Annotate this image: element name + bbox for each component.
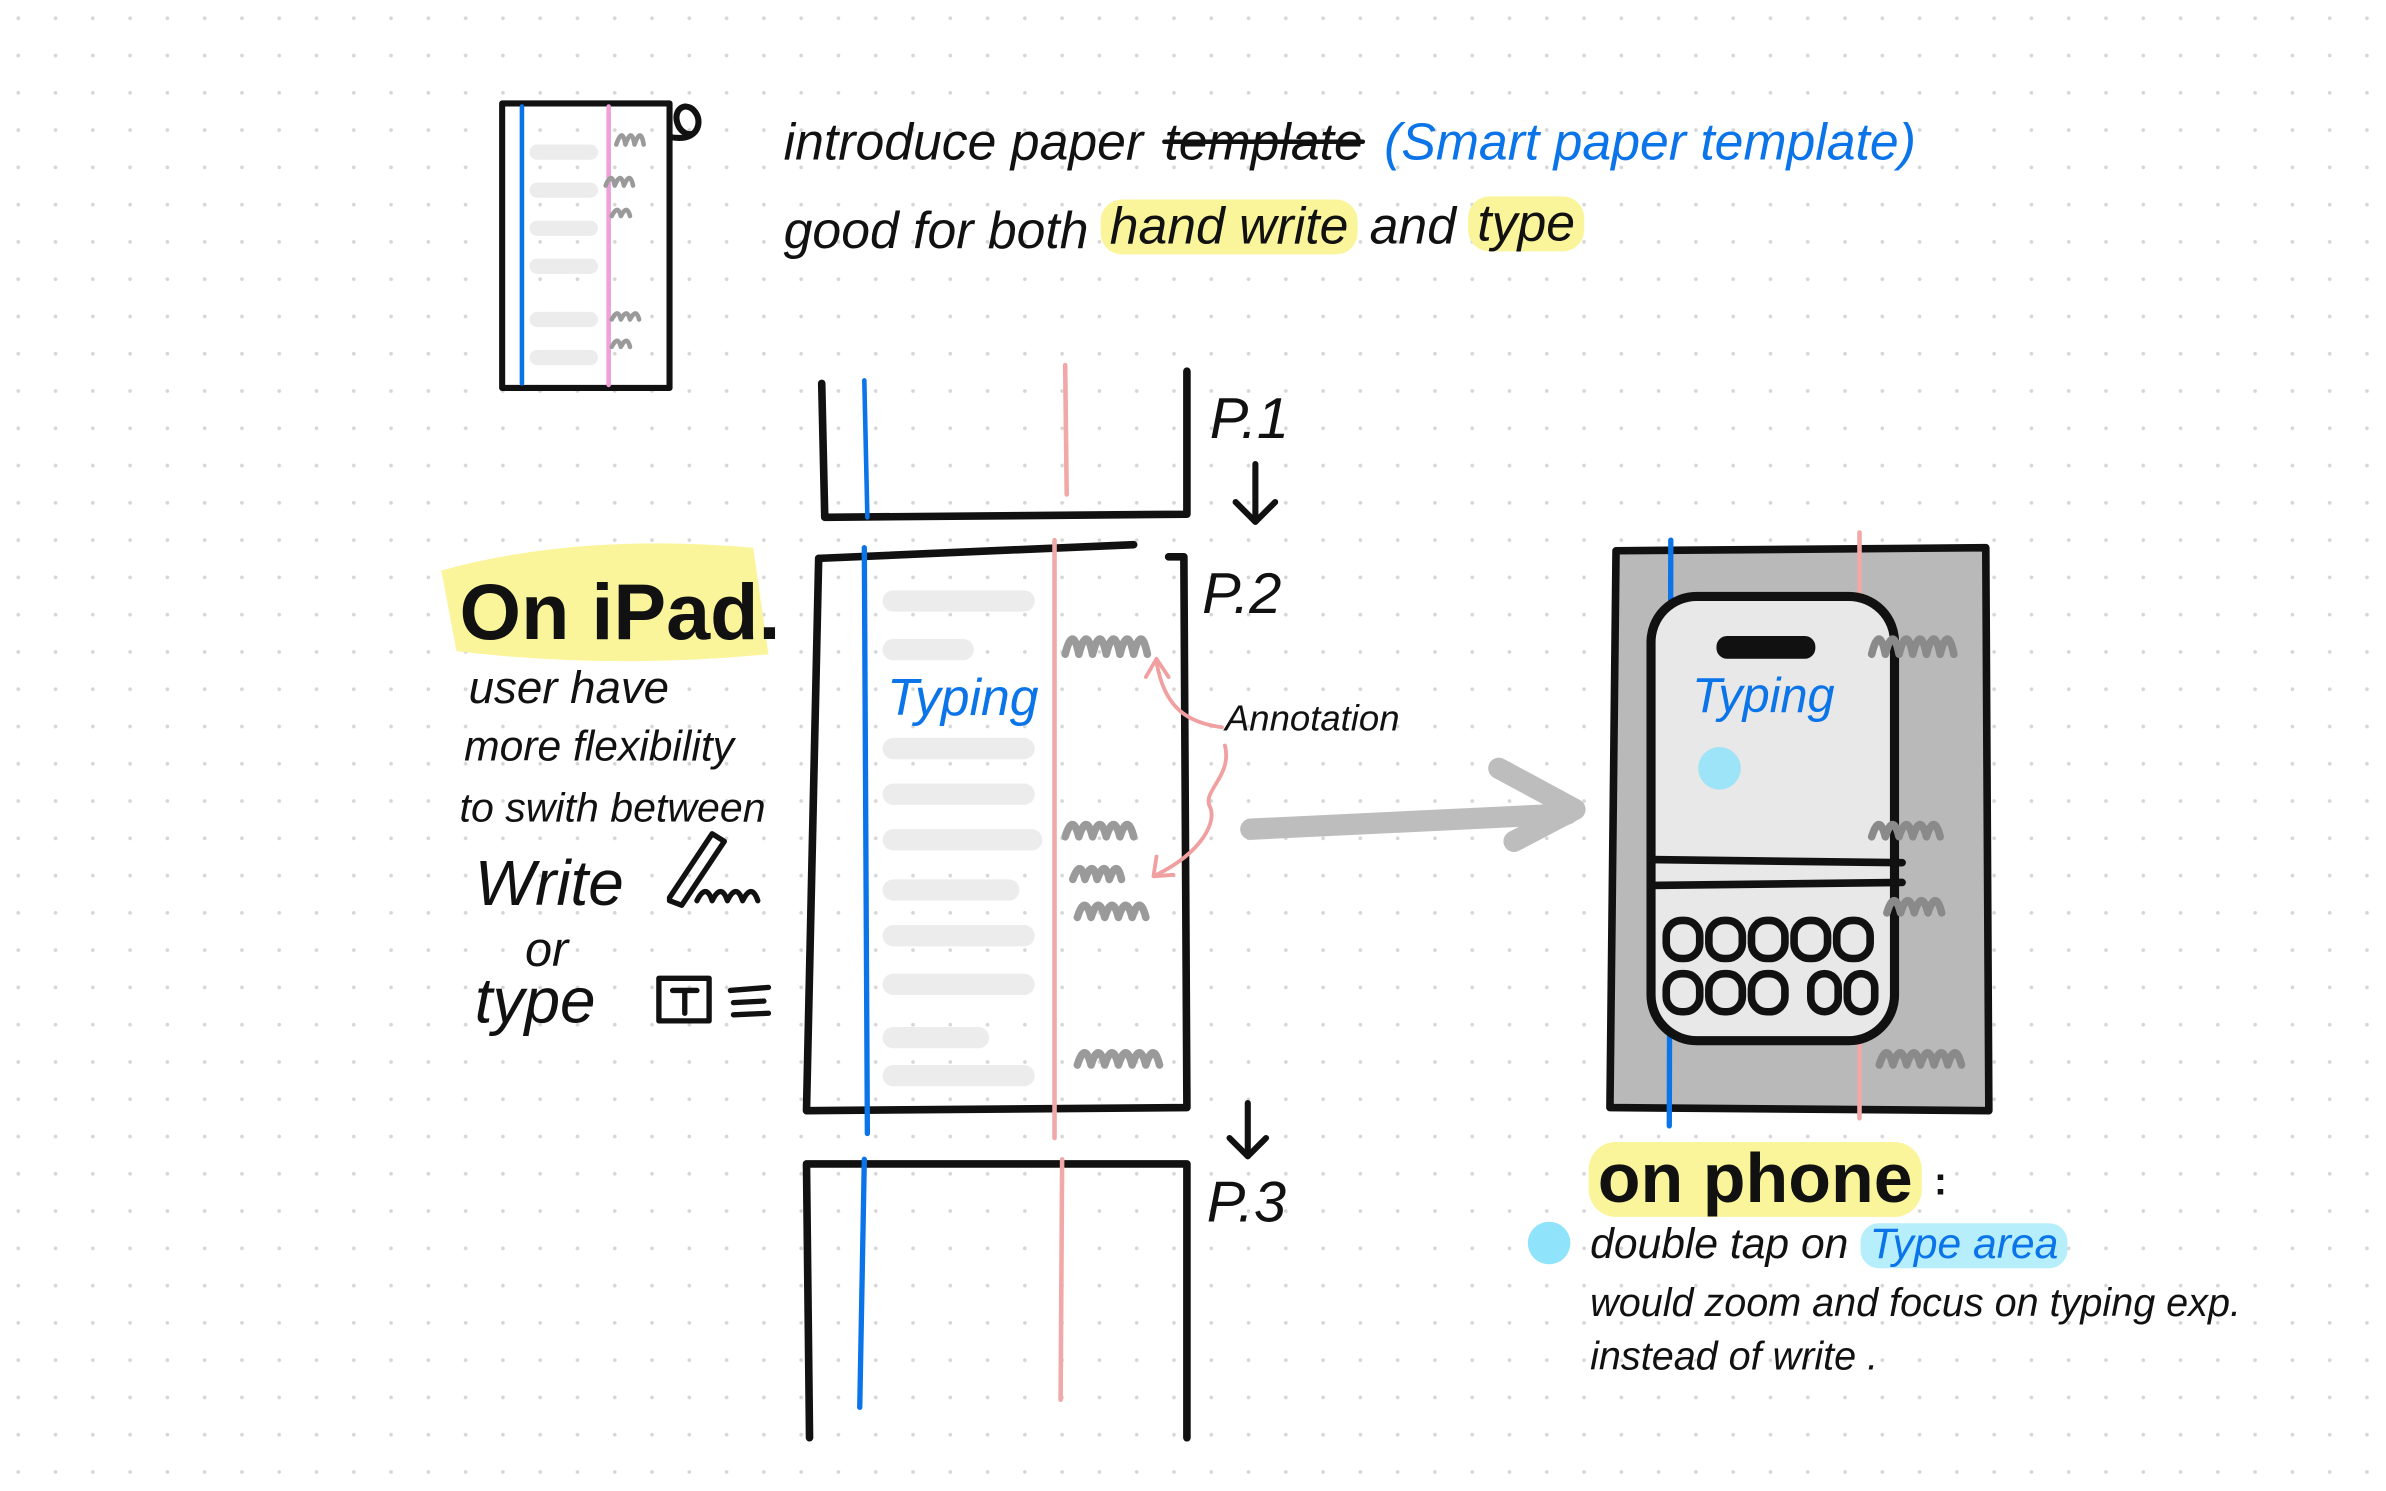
header-line2-type: type <box>1477 193 1575 251</box>
handwriting-scribbles <box>1061 635 1164 1069</box>
phone-title-colon: : <box>1934 1159 1947 1203</box>
page-3: P.3 <box>802 1099 1286 1442</box>
phone-typing-label: Typing <box>1692 669 1834 723</box>
phone-notch <box>1716 635 1816 659</box>
ipad-type: type <box>475 964 596 1036</box>
ipad-title: On iPad. <box>460 567 781 656</box>
highlight-on-phone <box>1588 1141 1922 1217</box>
page-2-typing-label: Typing <box>887 668 1039 726</box>
tap-dot-icon <box>1698 747 1741 790</box>
header-line1-prefix: introduce paper <box>784 113 1145 171</box>
arrow-down-icon <box>1226 1099 1270 1160</box>
highlight-type-area <box>1860 1223 2068 1269</box>
annotation-arrows <box>1143 656 1229 879</box>
page-3-label: P.3 <box>1207 1171 1286 1235</box>
phone-mockup: Typing <box>1606 530 1993 1129</box>
page-2: Typing P.2 Annotation <box>802 537 1400 1141</box>
header-line2-and: and <box>1370 196 1459 254</box>
highlight-hand-write <box>1100 199 1358 255</box>
header-line2-prefix: good for both <box>784 201 1089 259</box>
ipad-notes: On iPad. user have more flexibility to s… <box>441 543 780 1036</box>
text-box-icon <box>656 975 772 1024</box>
page-2-label: P.2 <box>1202 562 1281 626</box>
tap-dot-icon <box>1527 1221 1571 1265</box>
header: introduce paper template (Smart paper te… <box>784 113 1916 259</box>
header-line2-hand-write: hand write <box>1110 196 1349 254</box>
page-1-label: P.1 <box>1210 387 1289 451</box>
phone-title: on phone <box>1598 1139 1913 1217</box>
ipad-write: Write <box>475 847 624 919</box>
page-1: P.1 <box>817 362 1289 525</box>
phone-notes: on phone : double tap on Type area would… <box>1527 1139 2241 1378</box>
text-placeholder-lines <box>882 590 1043 1087</box>
paper-scroll-icon <box>499 100 702 392</box>
phone-desc-line-3: instead of write . <box>1590 1334 1878 1378</box>
header-line1-smart-template: (Smart paper template) <box>1384 113 1916 171</box>
ipad-line-1: user have <box>469 662 669 713</box>
arrow-down-icon <box>1232 460 1279 525</box>
phone-keyboard <box>1647 855 1906 1016</box>
phone-desc-line-2: would zoom and focus on typing exp. <box>1590 1281 2241 1325</box>
highlight-type <box>1468 196 1585 252</box>
phone-desc-type-area: Type area <box>1870 1220 2059 1268</box>
ipad-line-2: more flexibility <box>464 723 737 771</box>
annotation-label: Annotation <box>1223 697 1400 738</box>
ipad-or: or <box>525 923 570 977</box>
phone-desc-prefix: double tap on <box>1590 1220 1848 1268</box>
arrow-right-icon <box>1240 757 1586 852</box>
pencil-icon <box>666 831 761 908</box>
ipad-line-3: to swith between <box>460 785 766 831</box>
